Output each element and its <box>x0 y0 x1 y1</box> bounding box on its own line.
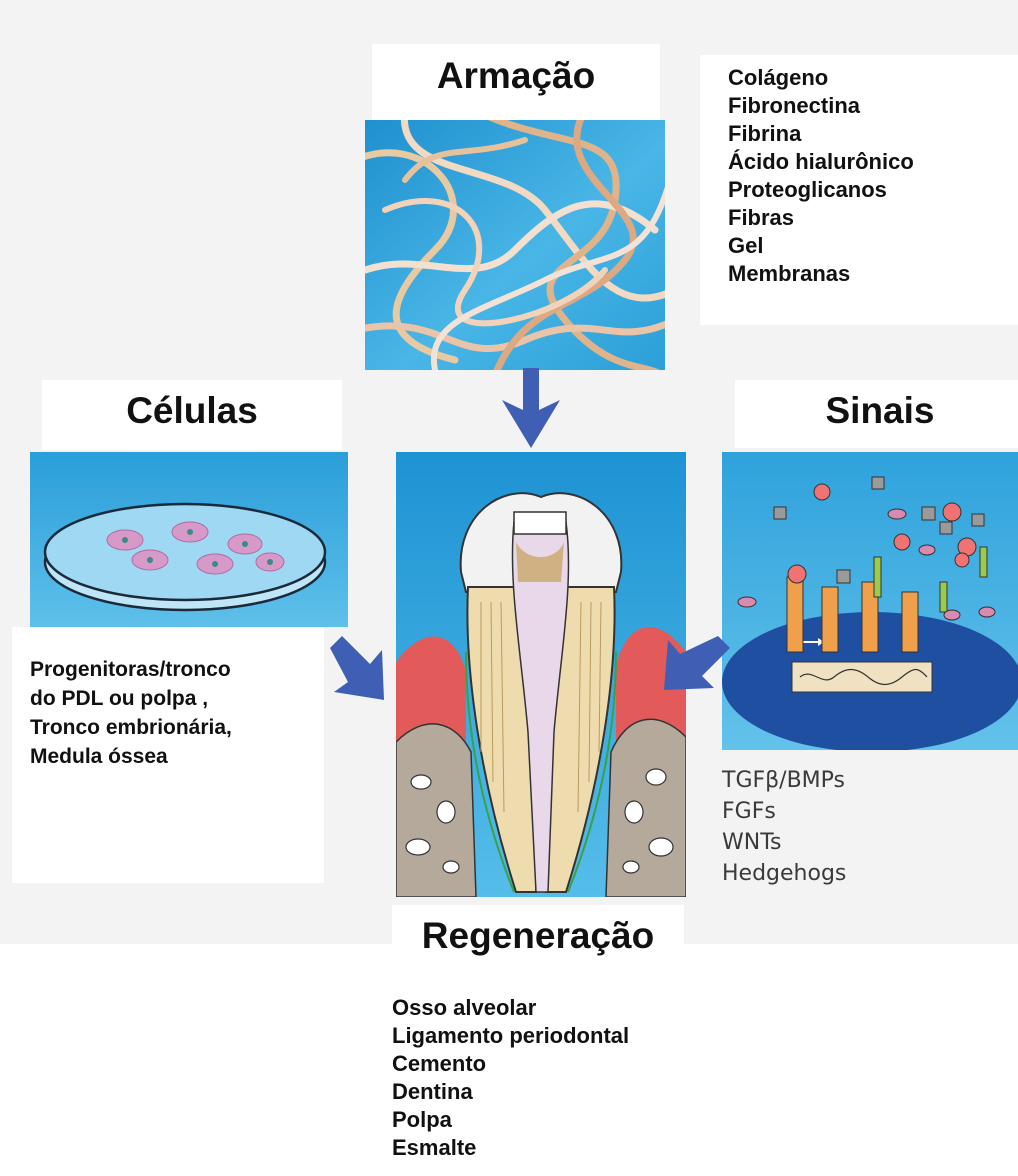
arrow-cells-to-regeneration <box>330 636 384 700</box>
arrow-scaffold-to-regeneration <box>502 368 560 448</box>
arrow-signals-to-regeneration <box>664 636 730 690</box>
